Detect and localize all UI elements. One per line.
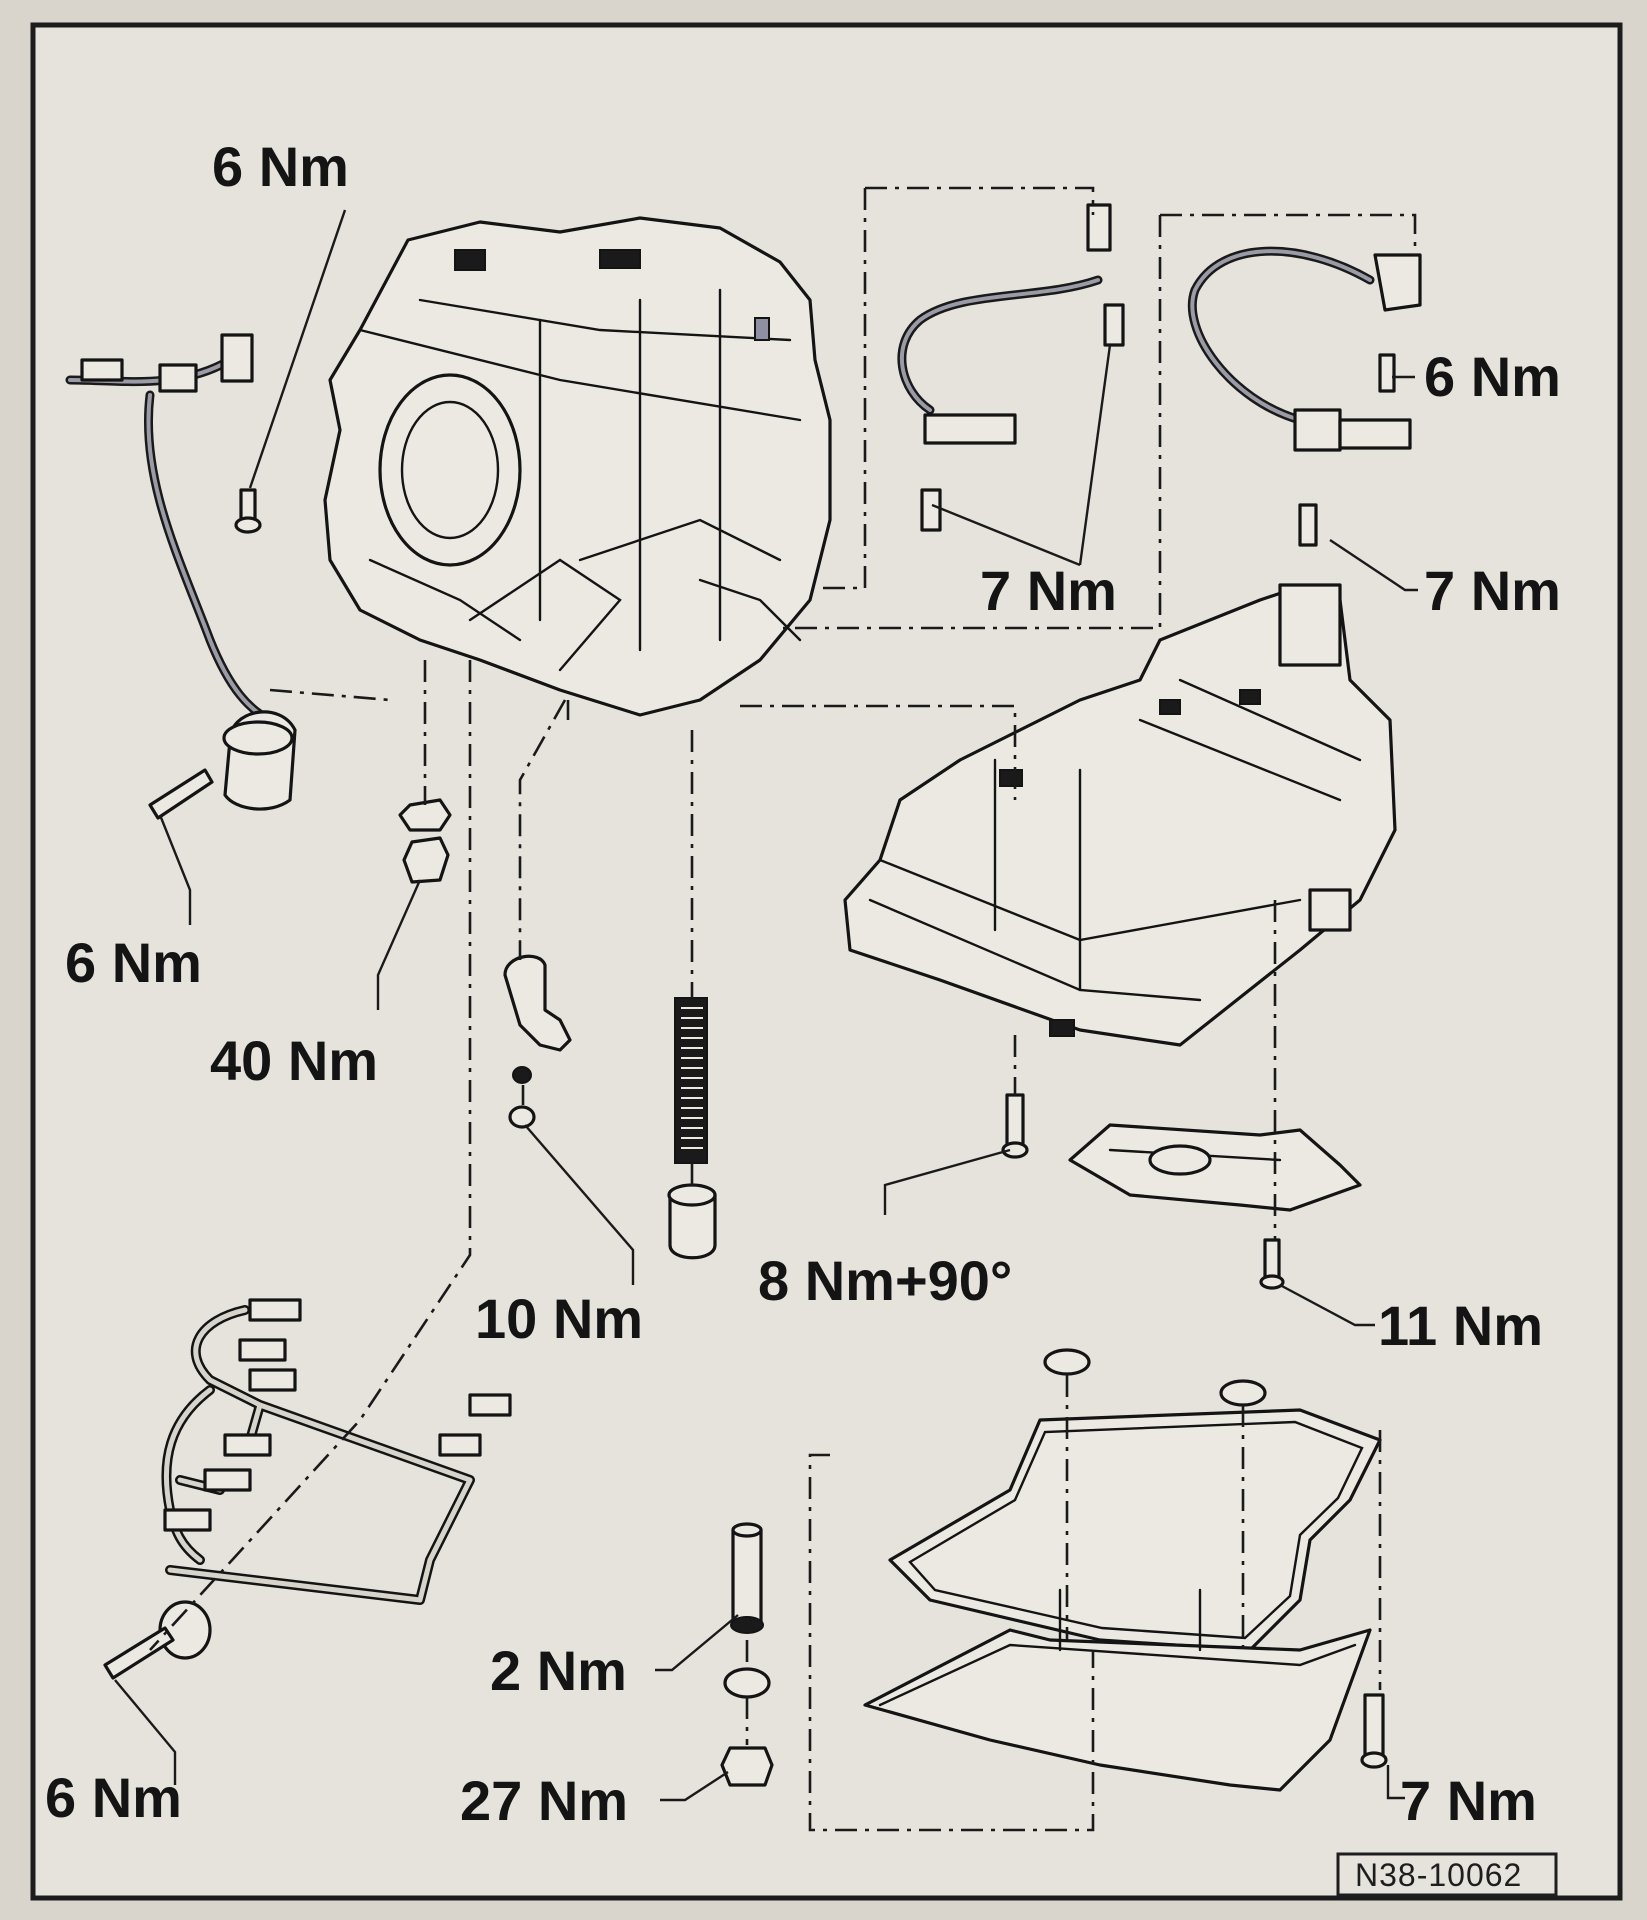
torque-label: 40 Nm: [210, 1029, 378, 1092]
leader-lines: [114, 209, 1418, 1802]
bolt-top-left: [234, 488, 262, 534]
drain-plug: [720, 1746, 774, 1787]
filter-bolt: [1259, 1238, 1285, 1290]
torque-label: 7 Nm: [1424, 559, 1561, 622]
oil-pan: [863, 1588, 1372, 1792]
torque-label: 11 Nm: [1378, 1294, 1543, 1357]
torque-label: 8 Nm+90°: [758, 1249, 1012, 1312]
transmission-housing: [323, 216, 832, 717]
torque-label: 7 Nm: [1400, 1769, 1537, 1832]
plug-40: [398, 798, 452, 884]
torque-label: 6 Nm: [212, 135, 349, 198]
reference-code-text: N38-10062: [1355, 1857, 1522, 1893]
torque-label: 6 Nm: [1424, 345, 1561, 408]
magnets: [1043, 1348, 1267, 1407]
overflow-tube: [730, 1522, 764, 1634]
reference-code-box: [1336, 1852, 1558, 1897]
speed-sensor-right: [1187, 246, 1422, 547]
oil-filter: [1068, 1123, 1362, 1212]
mechatronic-valve-body: [843, 583, 1397, 1047]
torque-labels: 6 Nm 6 Nm 7 Nm 7 Nm 6 Nm 40 Nm 10 Nm 8 N…: [45, 135, 1561, 1832]
oil-pan-bolt: [1360, 1693, 1388, 1769]
wiring-harness-bottom: [103, 1298, 512, 1680]
torque-label: 6 Nm: [65, 931, 202, 994]
diagram-frame: [30, 22, 1623, 1901]
oil-pan-gasket: [888, 1408, 1382, 1652]
bracket: [503, 954, 572, 1129]
valve-body-bolt: [1001, 1093, 1029, 1159]
torque-label: 2 Nm: [490, 1639, 627, 1702]
speed-sensor-center: [897, 203, 1125, 532]
reference-code: N38-10062: [1336, 1852, 1558, 1897]
drain-plug-seal: [723, 1667, 771, 1699]
torque-label: 27 Nm: [460, 1769, 628, 1832]
torque-label: 6 Nm: [45, 1766, 182, 1829]
spring: [674, 997, 708, 1164]
piston: [667, 1183, 717, 1260]
assembly-lines: [149, 186, 1417, 1832]
wiring-harness-left: [65, 333, 297, 820]
torque-label: 10 Nm: [475, 1287, 643, 1350]
torque-label: 7 Nm: [980, 559, 1117, 622]
